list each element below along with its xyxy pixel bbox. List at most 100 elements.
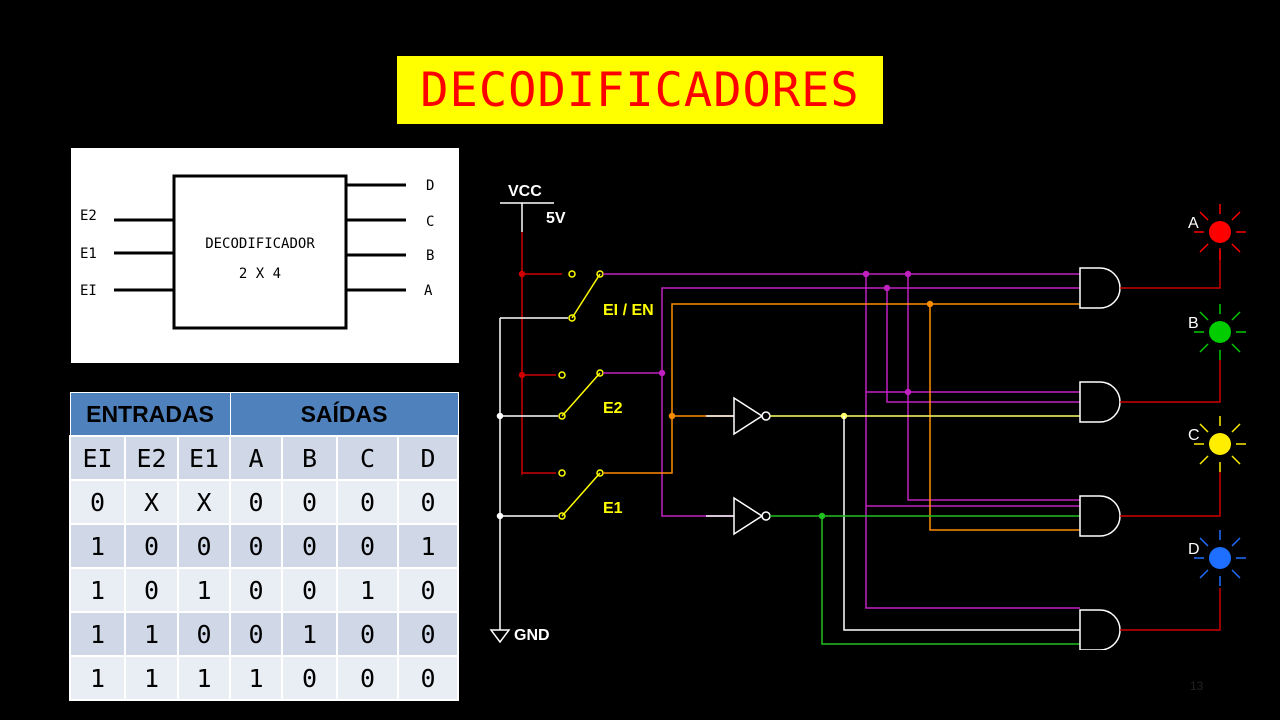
output-label-d: D [426, 178, 434, 194]
table-cell: 0 [336, 523, 399, 569]
decoder-box [172, 174, 348, 330]
output-label-c: C [426, 214, 434, 230]
table-cell: 1 [69, 655, 126, 701]
truth-table-group-header: ENTRADAS SAÍDAS [69, 392, 459, 437]
wire-enable [603, 270, 1080, 609]
switch-e2 [558, 369, 604, 420]
table-cell: 1 [229, 655, 283, 701]
header-entradas: ENTRADAS [69, 392, 231, 437]
column-header: B [281, 435, 338, 481]
page-title: DECODIFICADORES [420, 62, 860, 118]
and-gate-c [1079, 495, 1121, 537]
and-gate-a [1079, 267, 1121, 309]
vcc-rail [518, 232, 562, 475]
not-gate-e1 [706, 396, 771, 436]
truth-table-column-header: EI E2 E1 A B C D [69, 435, 460, 481]
page-number: 13 [1190, 679, 1204, 693]
table-cell: 0 [336, 611, 399, 657]
header-saidas: SAÍDAS [229, 392, 459, 437]
vcc-label: VCC [508, 183, 542, 200]
table-cell: 0 [177, 611, 231, 657]
table-cell: X [124, 479, 179, 525]
led-label-d: D [1188, 541, 1200, 558]
table-cell: 1 [281, 611, 338, 657]
table-cell: 0 [177, 523, 231, 569]
switch-ei-en [568, 270, 604, 322]
table-cell: 0 [229, 479, 283, 525]
led-red-icon [1194, 204, 1246, 260]
decoder-size: 2 X 4 [239, 266, 281, 282]
wire-e1-inverted [770, 412, 1080, 420]
not-gate-e2 [706, 496, 771, 536]
led-label-c: C [1188, 427, 1200, 444]
switch-label-e1: E1 [603, 500, 623, 517]
and-gate-d [1079, 609, 1121, 650]
vcc-symbol: VCC 5V [500, 183, 566, 232]
led-label-a: A [1188, 215, 1199, 232]
wire-e1 [603, 300, 1080, 531]
table-cell: 0 [229, 523, 283, 569]
table-row: 1 1 1 1 0 0 0 [69, 655, 460, 701]
table-cell: 1 [69, 523, 126, 569]
table-cell: 1 [396, 523, 460, 569]
table-cell: 0 [336, 479, 399, 525]
table-cell: 0 [281, 523, 338, 569]
wire-e2 [603, 270, 1080, 517]
table-cell: 1 [177, 655, 231, 701]
table-cell: 1 [177, 567, 231, 613]
table-cell: X [177, 479, 231, 525]
decoder-block-svg: E2 E1 EI D C B A DECODIFICADOR 2 X 4 [80, 174, 434, 330]
title-banner: DECODIFICADORES [397, 56, 883, 124]
table-row: 1 0 1 0 0 1 0 [69, 567, 460, 613]
input-label-e2: E2 [80, 208, 97, 224]
voltage-label: 5V [546, 210, 566, 227]
column-header: EI [69, 435, 126, 481]
output-label-a: A [424, 283, 433, 299]
table-cell: 0 [336, 655, 399, 701]
table-cell: 0 [396, 567, 460, 613]
table-cell: 0 [396, 611, 460, 657]
wire-e2-inverted [770, 512, 1080, 645]
switch-label-ei-en: EI / EN [603, 302, 654, 319]
switch-label-e2: E2 [603, 400, 623, 417]
table-row: 1 0 0 0 0 0 1 [69, 523, 460, 569]
table-row: 1 1 0 0 1 0 0 [69, 611, 460, 657]
column-header: D [396, 435, 460, 481]
led-yellow-icon [1194, 416, 1246, 472]
and-gate-b [1079, 381, 1121, 423]
gnd-label: GND [514, 627, 550, 644]
column-header: E2 [124, 435, 179, 481]
gnd-rail [489, 317, 568, 644]
table-cell: 1 [124, 655, 179, 701]
table-cell: 0 [229, 567, 283, 613]
column-header: C [336, 435, 399, 481]
column-header: E1 [177, 435, 231, 481]
table-cell: 0 [396, 479, 460, 525]
table-cell: 1 [124, 611, 179, 657]
table-row: 0 X X 0 0 0 0 [69, 479, 460, 525]
table-cell: 0 [281, 655, 338, 701]
output-label-b: B [426, 248, 434, 264]
table-cell: 0 [281, 479, 338, 525]
decoder-name: DECODIFICADOR [205, 236, 315, 252]
table-cell: 0 [396, 655, 460, 701]
wire-e1-inverted-to-d [843, 416, 1080, 631]
wire-outputs [1120, 248, 1221, 631]
table-cell: 1 [69, 567, 126, 613]
decoder-block-diagram: E2 E1 EI D C B A DECODIFICADOR 2 X 4 [71, 148, 459, 363]
table-cell: 0 [229, 611, 283, 657]
led-green-icon [1194, 304, 1246, 360]
input-label-ei: EI [80, 283, 97, 299]
led-label-b: B [1188, 315, 1199, 332]
switch-e1 [558, 469, 604, 520]
table-cell: 1 [336, 567, 399, 613]
table-cell: 0 [124, 567, 179, 613]
led-blue-icon [1194, 530, 1246, 586]
table-cell: 1 [69, 611, 126, 657]
input-label-e1: E1 [80, 246, 97, 262]
column-header: A [229, 435, 283, 481]
table-cell: 0 [69, 479, 126, 525]
table-cell: 0 [281, 567, 338, 613]
decoder-circuit-schematic: VCC 5V GND EI / EN E2 E1 [489, 183, 1246, 650]
truth-table: ENTRADAS SAÍDAS EI E2 E1 A B C D 0 X X 0… [69, 392, 460, 701]
